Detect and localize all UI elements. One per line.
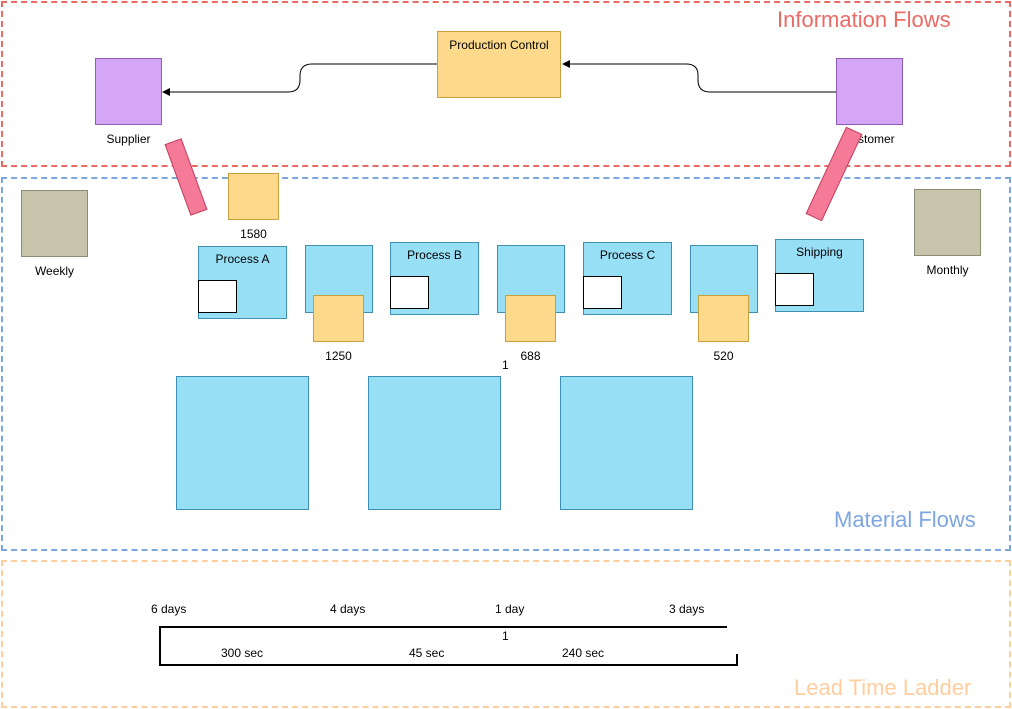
inventory-after-b-box[interactable] — [505, 295, 556, 342]
supplier-box[interactable] — [95, 58, 162, 125]
ladder-days-1: 6 days — [151, 602, 187, 616]
monthly-label: Monthly — [926, 263, 969, 277]
raw-inventory-box[interactable] — [228, 173, 279, 220]
process-b-data-box[interactable] — [390, 276, 429, 309]
stray-material-label: 1 — [502, 358, 509, 372]
inventory-after-a-box[interactable] — [313, 295, 364, 342]
shipping-label: Shipping — [796, 245, 843, 259]
production-control-label: Production Control — [449, 38, 549, 52]
production-control-to-supplier-arrow — [162, 63, 437, 96]
material-flows-zone — [1, 177, 1011, 551]
information-flows-title: Information Flows — [777, 7, 951, 32]
material-flows-title: Material Flows — [834, 507, 976, 532]
process-c-data-box[interactable] — [583, 276, 622, 309]
lead-time-ladder-zone — [1, 560, 1011, 708]
inventory-after-c-count: 520 — [713, 349, 734, 363]
inventory-after-c-box[interactable] — [698, 295, 749, 342]
weekly-label: Weekly — [34, 264, 75, 278]
timeline-ladder-line — [159, 626, 738, 666]
customer-to-production-control-arrow — [562, 60, 836, 93]
production-control-box[interactable]: Production Control — [437, 31, 561, 98]
customer-box[interactable] — [836, 58, 903, 125]
ladder-time-2: 45 sec — [409, 646, 445, 660]
monthly-schedule-box[interactable] — [914, 189, 981, 256]
shipping-data-box[interactable] — [775, 273, 814, 306]
process-b-detail-box[interactable] — [368, 376, 501, 510]
ladder-days-4: 3 days — [669, 602, 705, 616]
inventory-after-b-count: 688 — [520, 349, 541, 363]
process-b-label: Process B — [407, 248, 462, 262]
ladder-stray-label: 1 — [502, 629, 509, 643]
customer-label: stomer — [858, 132, 895, 146]
ladder-days-3: 1 day — [495, 602, 525, 616]
process-c-detail-box[interactable] — [560, 376, 693, 510]
lead-time-ladder-title: Lead Time Ladder — [794, 675, 972, 700]
raw-inventory-count: 1580 — [240, 227, 267, 241]
supplier-label: Supplier — [106, 132, 151, 146]
process-a-data-box[interactable] — [198, 280, 237, 313]
weekly-schedule-box[interactable] — [21, 190, 88, 257]
ladder-days-2: 4 days — [330, 602, 366, 616]
process-a-label: Process A — [215, 252, 270, 266]
ladder-time-3: 240 sec — [562, 646, 605, 660]
process-c-label: Process C — [599, 248, 656, 262]
ladder-time-1: 300 sec — [221, 646, 264, 660]
inventory-after-a-count: 1250 — [325, 349, 352, 363]
process-a-detail-box[interactable] — [176, 376, 309, 510]
information-flows-zone — [1, 1, 1011, 167]
